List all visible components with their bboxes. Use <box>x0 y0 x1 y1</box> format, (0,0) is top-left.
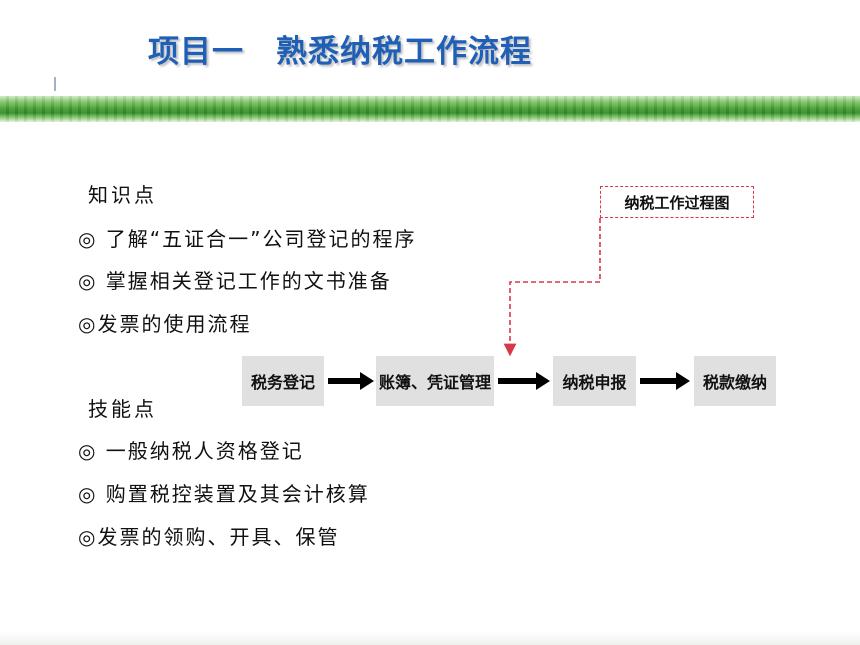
skills-heading: 技能点 <box>88 397 157 421</box>
green-header-band <box>0 96 860 122</box>
skills-item-2: ◎ 购置税控装置及其会计核算 <box>78 482 370 506</box>
dashed-connector-line <box>503 218 601 357</box>
footer-fade <box>0 632 860 645</box>
page-title: 项目一 熟悉纳税工作流程 <box>148 34 532 70</box>
flow-arrow-1 <box>328 372 374 390</box>
flow-step-tax-payment: 税款缴纳 <box>694 356 776 406</box>
skills-item-3: ◎发票的领购、开具、保管 <box>78 525 340 549</box>
decorative-tick <box>54 77 56 91</box>
skills-item-1: ◎ 一般纳税人资格登记 <box>78 439 304 463</box>
knowledge-item-1: ◎ 了解“五证合一”公司登记的程序 <box>78 227 417 251</box>
knowledge-item-3: ◎发票的使用流程 <box>78 312 252 336</box>
knowledge-heading: 知识点 <box>88 183 157 207</box>
flow-arrow-2 <box>498 372 550 390</box>
flow-step-registration: 税务登记 <box>242 356 324 406</box>
flow-step-books-vouchers: 账簿、凭证管理 <box>376 356 494 406</box>
flow-legend-label: 纳税工作过程图 <box>600 186 754 218</box>
knowledge-item-2: ◎ 掌握相关登记工作的文书准备 <box>78 269 392 293</box>
flow-step-tax-filing: 纳税申报 <box>553 356 636 406</box>
flow-arrow-3 <box>640 372 690 390</box>
